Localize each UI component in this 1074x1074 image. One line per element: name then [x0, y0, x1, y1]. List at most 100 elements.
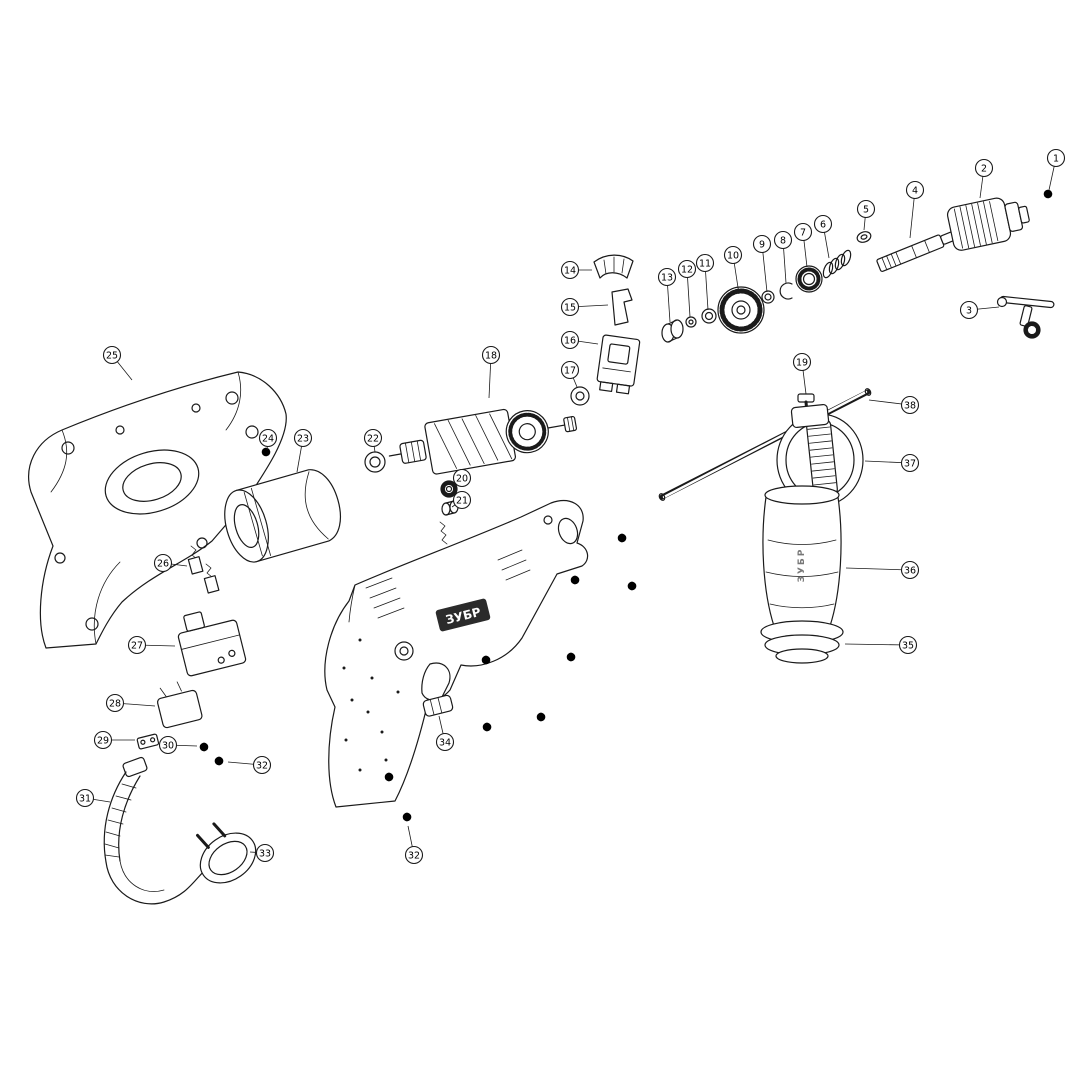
- callout-28: [105, 693, 125, 713]
- handle-brand-label: ЗУБР: [797, 548, 807, 583]
- callout-number-17: 17: [564, 365, 576, 376]
- washer-17: [570, 386, 590, 406]
- cord-clamp-29: [136, 733, 160, 750]
- callout-number-13: 13: [661, 272, 673, 283]
- callout-17: [560, 360, 580, 380]
- spindle-4: [876, 230, 959, 272]
- power-plug-33: [196, 822, 257, 884]
- callout-number-29: 29: [97, 735, 109, 746]
- callout-32: [252, 755, 272, 775]
- callout-37: [900, 453, 920, 473]
- callout-number-35: 35: [902, 640, 914, 651]
- clamp-bracket: [790, 403, 830, 429]
- callout-number-11: 11: [699, 258, 711, 269]
- callout-leader-36: [845, 567, 911, 571]
- switch-plate-16: [596, 334, 641, 395]
- callout-6: [813, 214, 833, 234]
- washer-12: [685, 316, 697, 328]
- callout-5: [856, 199, 876, 219]
- callout-34: [435, 732, 455, 752]
- callout-number-37: 37: [904, 458, 916, 469]
- drawing-layer: ЗУБР ЗУБР: [28, 189, 1055, 905]
- callout-14: [560, 260, 580, 280]
- depth-gauge-rod-38: [658, 388, 872, 501]
- callout-1: [1046, 148, 1066, 168]
- callout-number-24: 24: [262, 433, 274, 444]
- callout-3: [959, 300, 979, 320]
- callout-19: [792, 352, 812, 372]
- speed-dial: [394, 641, 414, 661]
- callout-10: [723, 245, 743, 265]
- callout-18: [481, 345, 501, 365]
- power-cord: [105, 860, 211, 905]
- callout-25: [102, 345, 122, 365]
- callout-number-22: 22: [367, 433, 379, 444]
- callout-31: [75, 788, 95, 808]
- brand-plate: ЗУБР: [435, 598, 491, 632]
- brush-cap-14: [593, 254, 634, 279]
- callout-number-19: 19: [796, 357, 808, 368]
- callout-15: [560, 297, 580, 317]
- washer-22: [364, 451, 386, 473]
- callout-number-16: 16: [564, 335, 576, 346]
- spacer-21: [441, 500, 459, 516]
- callout-32: [404, 845, 424, 865]
- callout-number-33: 33: [259, 848, 271, 859]
- callout-leader-35: [844, 643, 909, 646]
- callout-number-14: 14: [564, 265, 576, 276]
- callout-number-26: 26: [157, 558, 169, 569]
- callout-number-18: 18: [485, 350, 497, 361]
- callout-33: [255, 843, 275, 863]
- washer-9: [761, 290, 775, 304]
- callout-11: [695, 253, 715, 273]
- callout-number-10: 10: [727, 250, 739, 261]
- callout-7: [793, 222, 813, 242]
- vent-slots: [365, 549, 531, 619]
- handle-base-35: [760, 620, 844, 664]
- chuck-2: [946, 197, 1030, 251]
- callout-38: [900, 395, 920, 415]
- callout-30: [158, 735, 178, 755]
- callout-8: [773, 230, 793, 250]
- callout-number-21: 21: [456, 495, 468, 506]
- callout-number-1: 1: [1053, 153, 1059, 164]
- callout-27: [127, 635, 147, 655]
- clamp-screw-32: [209, 755, 233, 779]
- callout-number-34: 34: [439, 737, 451, 748]
- callout-number-23: 23: [297, 433, 309, 444]
- callout-number-32: 32: [256, 760, 268, 771]
- brush-holder-34: [422, 694, 454, 717]
- callout-36: [900, 560, 920, 580]
- crown-gear-10: [717, 286, 765, 334]
- callout-4: [905, 180, 925, 200]
- spring-6: [822, 249, 852, 279]
- callout-22: [363, 428, 383, 448]
- callout-2: [974, 158, 994, 178]
- bracket-15: [611, 288, 633, 326]
- callout-23: [293, 428, 313, 448]
- callout-number-12: 12: [681, 264, 693, 275]
- callout-number-31: 31: [79, 793, 91, 804]
- washer-11: [701, 308, 717, 324]
- spring-small: [439, 521, 448, 545]
- callout-26: [153, 553, 173, 573]
- bushing-13: [661, 319, 684, 343]
- callout-21: [452, 490, 472, 510]
- callout-number-27: 27: [131, 640, 143, 651]
- callout-13: [657, 267, 677, 287]
- clamp-screw-30: [194, 741, 218, 765]
- callout-number-7: 7: [800, 227, 806, 238]
- capacitor-28: [156, 681, 203, 729]
- carbon-brushes-26: [187, 545, 220, 594]
- callout-number-8: 8: [780, 235, 786, 246]
- callout-number-6: 6: [820, 219, 826, 230]
- side-handle-grip-36: ЗУБР: [762, 485, 842, 627]
- callout-9: [752, 234, 772, 254]
- callout-24: [258, 428, 278, 448]
- callout-number-38: 38: [904, 400, 916, 411]
- callout-29: [93, 730, 113, 750]
- switch-27: [177, 611, 247, 677]
- circlip-8: [779, 282, 793, 300]
